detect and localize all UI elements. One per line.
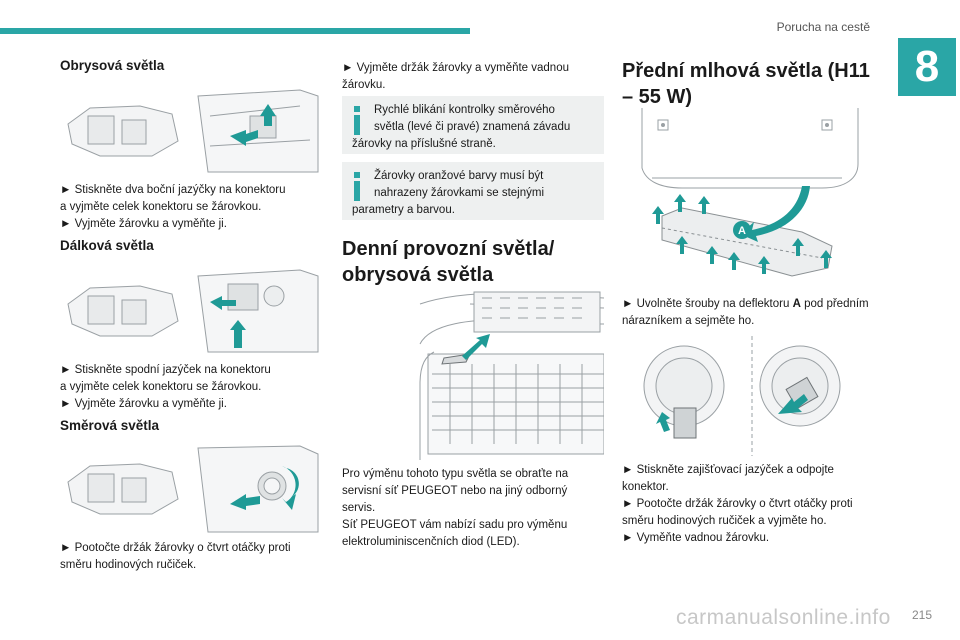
illustration-drl: [410, 284, 604, 460]
heading-obrysova: Obrysová světla: [60, 58, 165, 73]
text-smerova: ► Pootočte držák žárovky o čtvrt otáčky …: [60, 542, 291, 571]
text-obrysova: ► Stiskněte dva boční jazýčky na konekto…: [60, 184, 286, 230]
illustration-deflector: A: [622, 108, 870, 284]
header-accent-bar: [0, 28, 470, 34]
chapter-number: 8: [898, 38, 956, 96]
watermark: carmanualsonline.info: [676, 606, 891, 629]
text-dalkova: ► Stiskněte spodní jazýček na konektoru …: [60, 364, 271, 410]
callout-a: A: [738, 225, 746, 237]
illustration-obrysova: [60, 86, 322, 176]
info-note-orange-bulbs: Žárovky oranžové barvy musí být nahrazen…: [342, 162, 604, 220]
section-title: Porucha na cestě: [776, 20, 870, 34]
text-intro: ► Vyjměte držák žárovky a vyměňte vadnou…: [342, 62, 569, 91]
heading-dalkova: Dálková světla: [60, 238, 154, 253]
illustration-fog-bulb: [622, 336, 870, 456]
illustration-dalkova: [60, 266, 322, 356]
text-drl: Pro výměnu tohoto typu světla se obraťte…: [342, 468, 569, 548]
heading-smerova: Směrová světla: [60, 418, 160, 433]
info-note-blinking: Rychlé blikání kontrolky směrového světl…: [342, 96, 604, 154]
info-icon: [354, 106, 360, 135]
info-icon: [354, 172, 360, 201]
text-deflector: ► Uvolněte šrouby na deflektoru A pod př…: [622, 298, 869, 327]
illustration-smerova: [60, 444, 322, 534]
text-fog-steps: ► Stiskněte zajišťovací jazýček a odpojt…: [622, 464, 853, 544]
heading-drl: Denní provozní světla/ obrysová světla: [342, 238, 555, 286]
page-number: 215: [912, 608, 933, 622]
heading-fog: Přední mlhová světla (H11 – 55 W): [622, 60, 870, 108]
